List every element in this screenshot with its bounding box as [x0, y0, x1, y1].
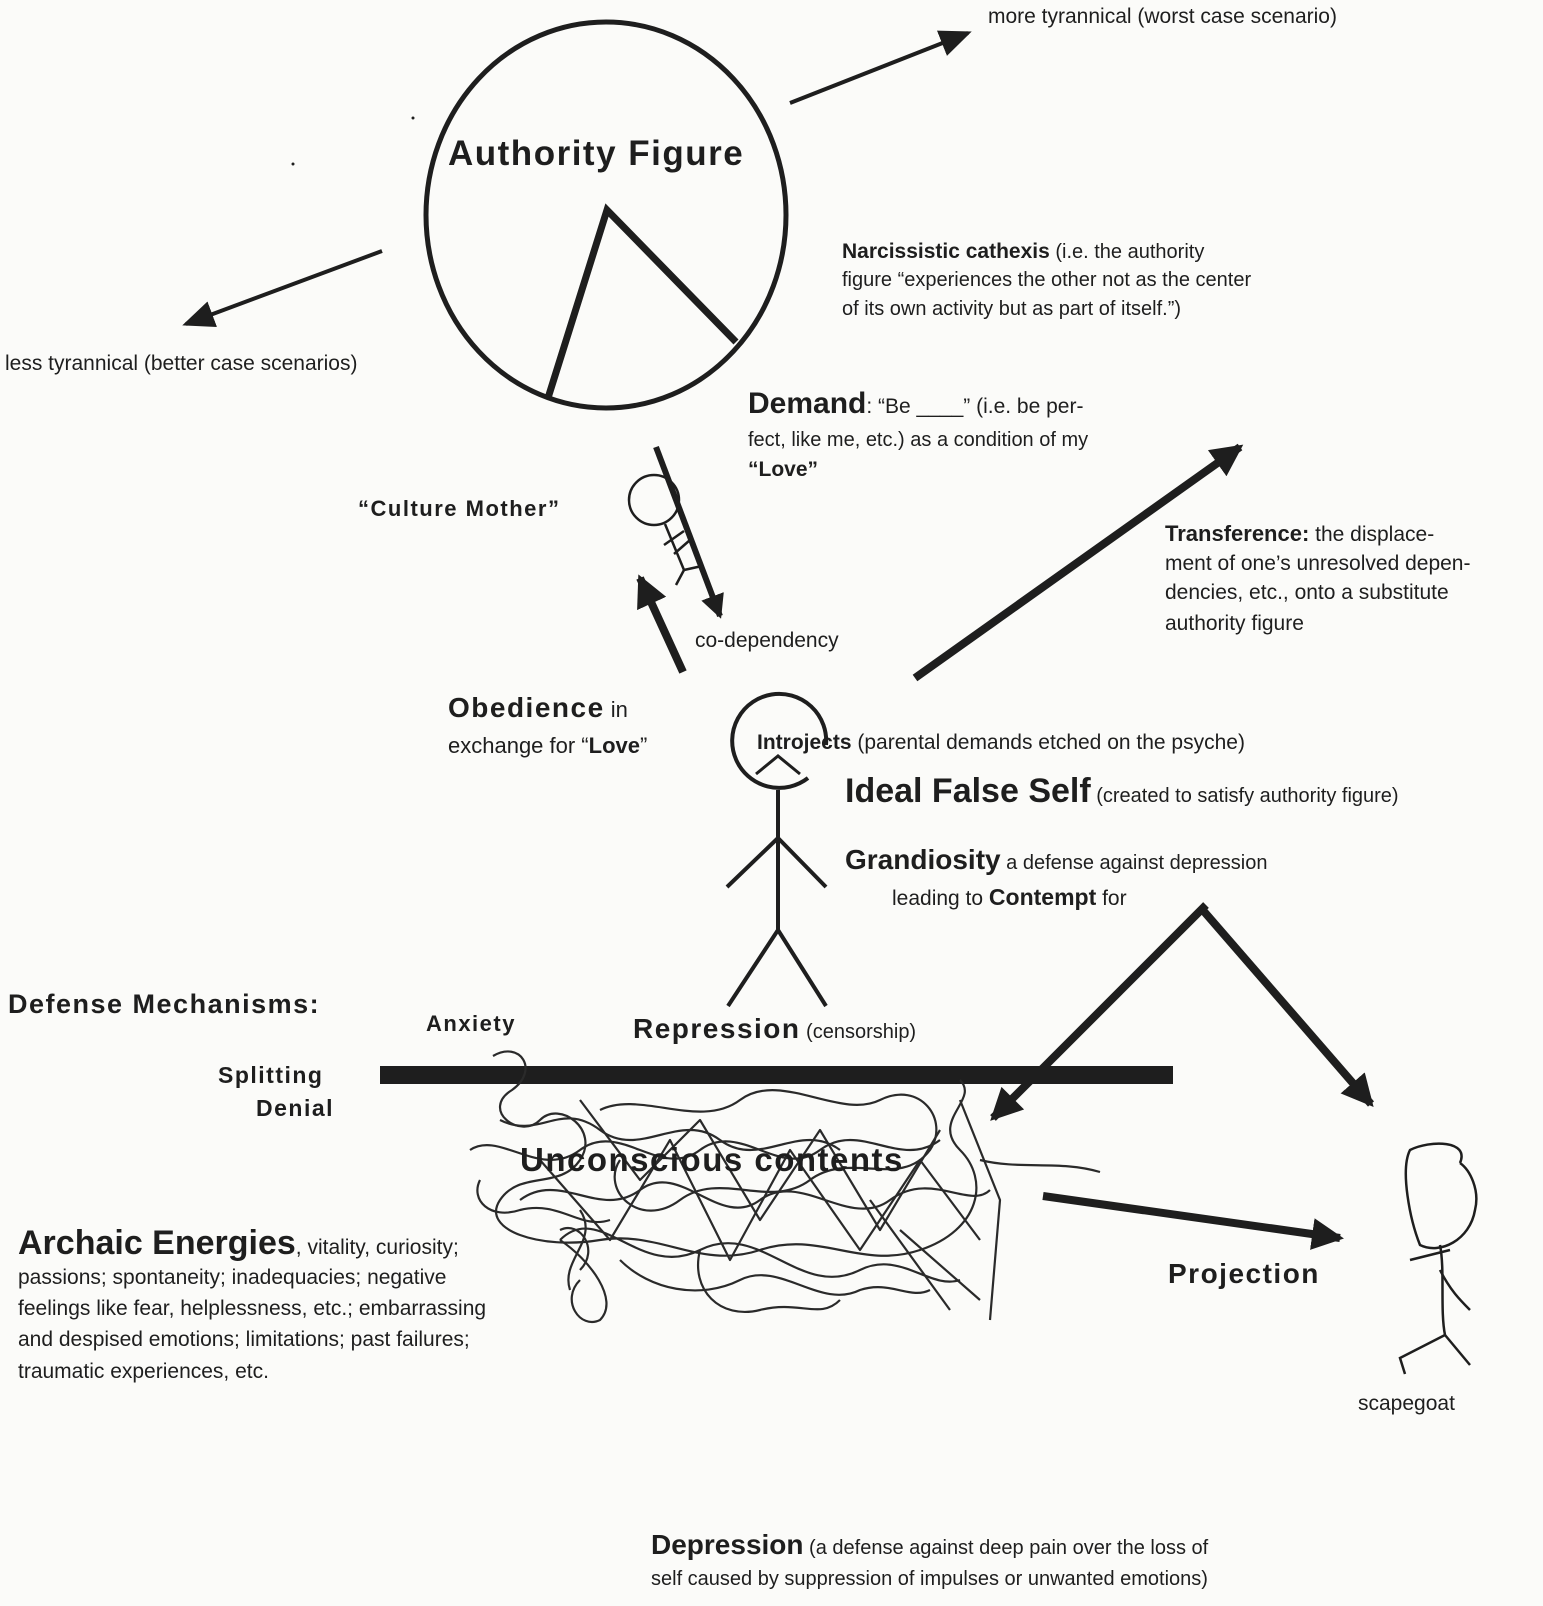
archaic-line2: passions; spontaneity; inadequacies; neg…	[18, 1266, 447, 1289]
repression-note: Repression (censorship)	[633, 1014, 916, 1047]
grandiosity-line2-pre: leading to	[892, 887, 989, 910]
transference-line1: the displace-	[1309, 523, 1435, 546]
false-self-rest: (created to satisfy authority figure)	[1090, 785, 1399, 807]
obedience-love: Love	[588, 733, 640, 758]
less-tyrannical-label: less tyrannical (better case scenarios)	[5, 352, 358, 375]
introjects-note: Introjects (parental demands etched on t…	[757, 728, 1245, 757]
obedience-line1: in	[604, 697, 628, 722]
obedience-arrow	[636, 574, 687, 674]
false-self-term: Ideal False Self	[845, 772, 1091, 810]
less-tyrannical-arrow	[182, 249, 383, 327]
scapegoat-figure	[1398, 1142, 1478, 1375]
archaic-line5: traumatic experiences, etc.	[18, 1360, 269, 1383]
repression-barrier	[380, 1066, 1173, 1084]
depression-line2: self caused by suppression of impulses o…	[651, 1568, 1208, 1590]
false-self-note: Ideal False Self (created to satisfy aut…	[845, 771, 1399, 811]
splitting-label: Splitting	[218, 1062, 324, 1088]
depression-term: Depression	[651, 1529, 804, 1560]
transference-term: Transference:	[1165, 521, 1310, 546]
unconscious-scribble	[469, 1050, 1101, 1323]
narcissistic-term: Narcissistic cathexis	[842, 240, 1050, 263]
narcissistic-line2: figure “experiences the other not as the…	[842, 269, 1252, 291]
anxiety-label: Anxiety	[426, 1011, 516, 1036]
demand-term: Demand	[748, 387, 867, 420]
defense-mechanisms-title: Defense Mechanisms:	[8, 989, 321, 1019]
demand-line1: : “Be ____” (i.e. be per-	[866, 395, 1084, 418]
obedience-term: Obedience	[448, 692, 605, 723]
depression-rest: (a defense against deep pain over the lo…	[803, 1537, 1209, 1559]
obedience-line2-pre: exchange for “	[448, 733, 589, 758]
narcissistic-line1: (i.e. the authority	[1049, 241, 1205, 263]
more-tyrannical-label: more tyrannical (worst case scenario)	[988, 5, 1337, 28]
projection-label: Projection	[1168, 1258, 1320, 1289]
demand-arrow	[653, 445, 724, 619]
transference-arrow	[912, 443, 1244, 682]
culture-mother-label: “Culture Mother”	[358, 496, 561, 521]
archaic-line4: and despised emotions; limitations; past…	[18, 1328, 470, 1351]
grandiosity-line2-post: for	[1096, 887, 1127, 910]
grandiosity-term: Grandiosity	[845, 844, 1001, 875]
ideal-false-self-figure	[725, 691, 829, 1008]
introjects-rest: (parental demands etched on the psyche)	[851, 731, 1245, 754]
archaic-line3: feelings like fear, helplessness, etc.; …	[18, 1297, 487, 1320]
authority-figure-label: Authority Figure	[448, 134, 745, 173]
scapegoat-label: scapegoat	[1358, 1392, 1455, 1415]
repression-term: Repression	[633, 1013, 801, 1044]
transference-line4: authority figure	[1165, 612, 1304, 635]
unconscious-contents-label: Unconscious contents	[520, 1141, 904, 1178]
demand-line3: “Love”	[748, 458, 819, 481]
archaic-line1: , vitality, curiosity;	[295, 1236, 459, 1259]
introjects-term: Introjects	[757, 731, 852, 754]
codependency-label: co-dependency	[695, 629, 839, 652]
contempt-arrow-left	[990, 902, 1209, 1121]
contempt-arrow-right	[1197, 905, 1375, 1108]
demand-line2: fect, like me, etc.) as a condition of m…	[748, 429, 1089, 451]
projection-arrow	[1042, 1192, 1344, 1250]
narcissistic-line3: of its own activity but as part of itsel…	[842, 298, 1182, 320]
transference-line2: ment of one’s unresolved depen-	[1165, 552, 1471, 575]
archaic-term: Archaic Energies	[18, 1224, 296, 1262]
contempt-term: Contempt	[988, 884, 1097, 910]
denial-label: Denial	[256, 1095, 335, 1121]
obedience-line2-post: ”	[640, 733, 648, 758]
more-tyrannical-arrow	[789, 30, 972, 105]
grandiosity-rest: a defense against depression	[1000, 852, 1268, 874]
repression-rest: (censorship)	[800, 1021, 917, 1043]
culture-mother-figure	[627, 473, 703, 586]
transference-line3: dencies, etc., onto a substitute	[1165, 581, 1449, 604]
authority-figure-circle	[423, 19, 789, 411]
